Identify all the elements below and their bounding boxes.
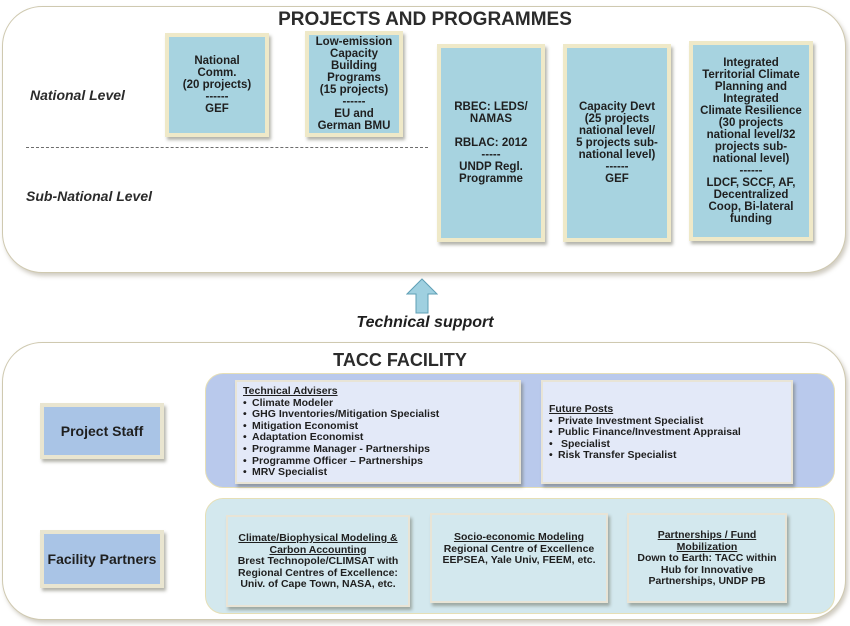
list-item: Programme Manager - Partnerships bbox=[243, 443, 513, 456]
partner-body: Brest Technopole/CLIMSAT with Regional C… bbox=[237, 555, 399, 591]
list-item-continuation: Specialist bbox=[549, 438, 785, 451]
project-box-text: Integrated Territorial Climate Planning … bbox=[700, 57, 802, 225]
list-item: Adaptation Economist bbox=[243, 432, 513, 444]
list-item: MRV Specialist bbox=[243, 467, 513, 479]
partner-body: Down to Earth: TACC within Hub for Innov… bbox=[637, 552, 777, 588]
project-box-text: Low-emission Capacity Building Programs … bbox=[315, 36, 393, 132]
project-box-rbec: RBEC: LEDS/ NAMAS RBLAC: 2012 ----- UNDP… bbox=[437, 44, 545, 242]
list-item: Mitigation Economist bbox=[243, 420, 513, 433]
technical-advisers-heading: Technical Advisers bbox=[243, 385, 338, 397]
future-posts-card: Future Posts Private Investment Speciali… bbox=[541, 380, 793, 484]
list-item: Climate Modeler bbox=[243, 397, 513, 410]
subnational-level-label: Sub-National Level bbox=[26, 188, 153, 204]
partner-card-socio-economic: Socio-economic Modeling Regional Centre … bbox=[430, 513, 608, 603]
technical-advisers-list: Climate Modeler GHG Inventories/Mitigati… bbox=[243, 397, 513, 479]
partner-heading: Climate/Biophysical Modeling & Carbon Ac… bbox=[238, 532, 398, 556]
future-posts-heading: Future Posts bbox=[549, 403, 614, 415]
project-box-national-comm: National Comm. (20 projects) ------ GEF bbox=[165, 33, 269, 137]
project-box-text: National Comm. (20 projects) ------ GEF bbox=[182, 55, 252, 115]
project-box-capacity-devt: Capacity Devt (25 projects national leve… bbox=[563, 44, 671, 242]
up-arrow-icon bbox=[406, 278, 438, 314]
tacc-facility-title: TACC FACILITY bbox=[333, 350, 467, 370]
future-posts-list: Private Investment Specialist Public Fin… bbox=[549, 415, 785, 462]
partner-card-climate-modeling: Climate/Biophysical Modeling & Carbon Ac… bbox=[226, 515, 410, 607]
project-box-integrated-climate: Integrated Territorial Climate Planning … bbox=[689, 41, 813, 241]
partner-heading: Socio-economic Modeling bbox=[453, 531, 585, 543]
level-divider bbox=[26, 147, 428, 148]
project-box-low-emission: Low-emission Capacity Building Programs … bbox=[305, 31, 403, 137]
national-level-label: National Level bbox=[30, 87, 125, 103]
list-item: Private Investment Specialist bbox=[549, 415, 785, 428]
technical-advisers-card: Technical Advisers Climate Modeler GHG I… bbox=[235, 380, 521, 484]
project-box-text: RBEC: LEDS/ NAMAS RBLAC: 2012 ----- UNDP… bbox=[454, 101, 528, 185]
partner-body: Regional Centre of Excellence EEPSEA, Ya… bbox=[442, 542, 596, 567]
projects-title: PROJECTS AND PROGRAMMES bbox=[278, 9, 572, 30]
list-item: Programme Officer – Partnerships bbox=[243, 455, 513, 468]
list-item: GHG Inventories/Mitigation Specialist bbox=[243, 409, 513, 421]
list-item: Risk Transfer Specialist bbox=[549, 450, 785, 462]
list-item: Public Finance/Investment Appraisal bbox=[549, 427, 785, 439]
facility-partners-box: Facility Partners bbox=[40, 530, 164, 588]
technical-support-label: Technical support bbox=[356, 314, 494, 331]
project-box-text: Capacity Devt (25 projects national leve… bbox=[576, 101, 658, 185]
partner-card-partnerships: Partnerships / Fund Mobilization Down to… bbox=[627, 513, 787, 603]
project-staff-box: Project Staff bbox=[40, 403, 164, 459]
partner-heading: Partnerships / Fund Mobilization bbox=[657, 529, 757, 553]
